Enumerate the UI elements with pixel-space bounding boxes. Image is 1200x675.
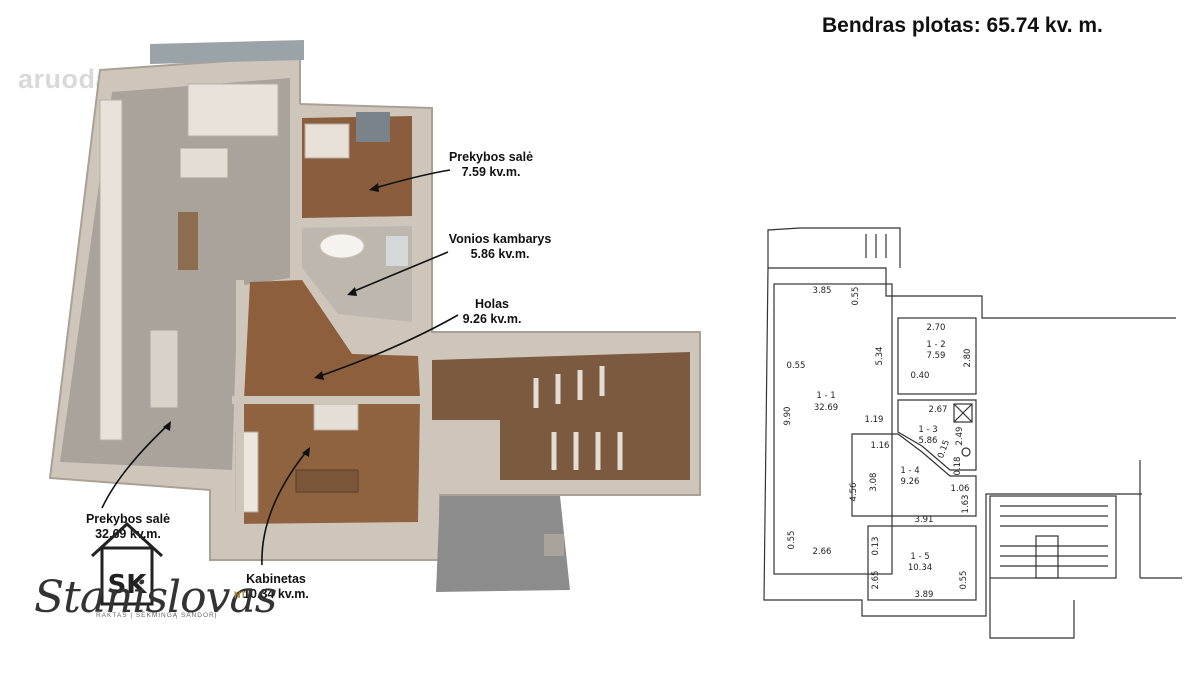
plan-dimension-14: 0.40 xyxy=(911,371,930,381)
label-office-name: Kabinetas xyxy=(246,572,306,586)
plan-dimensions: 3.85 0.55 2.70 2.80 0.40 5.34 0.55 9.90 … xyxy=(783,286,973,600)
plan-room-4-area: 9.26 xyxy=(901,477,920,487)
plan-dimension-16: 0.55 xyxy=(787,361,806,371)
label-sale-small: Prekybos salė 7.59 kv.m. xyxy=(446,150,536,180)
label-bathroom-area: 5.86 kv.m. xyxy=(470,247,530,261)
logo-nt: NT xyxy=(234,590,246,600)
plan-dimension-13: 2.80 xyxy=(963,349,973,368)
plan-dimension-23: 3.08 xyxy=(869,473,879,492)
render-shelf-small xyxy=(304,123,350,159)
render-arrowheads xyxy=(163,183,379,457)
render-office-shelf xyxy=(313,403,359,431)
plan-dimension-30: 2.66 xyxy=(813,547,832,557)
plan-dimension-27: 1.63 xyxy=(961,495,971,514)
plan-room-3-area: 5.86 xyxy=(919,436,938,446)
plan-dimension-17: 9.90 xyxy=(783,407,793,426)
plan-room-2-area: 7.59 xyxy=(927,351,946,361)
render-counter xyxy=(179,147,229,179)
floorplan-render xyxy=(48,40,701,592)
render-terrace xyxy=(436,496,570,592)
render-bathtub xyxy=(319,233,365,259)
label-sale-small-name: Prekybos salė xyxy=(448,150,534,164)
render-display-stand xyxy=(149,329,179,409)
render-floor-stairs xyxy=(432,352,690,480)
plan-room-1-id: 1 - 1 xyxy=(816,391,835,401)
label-hall: Holas 9.26 kv.m. xyxy=(452,297,532,327)
render-display-table xyxy=(178,212,198,270)
plan-dimension-29: 0.55 xyxy=(787,531,797,550)
render-window-top xyxy=(150,40,304,64)
label-bathroom-name: Vonios kambarys xyxy=(448,232,552,246)
label-office-area: 10.34 kv.m. xyxy=(243,587,309,601)
plan-dimension-33: 0.55 xyxy=(959,571,969,590)
render-arrows xyxy=(101,169,459,566)
total-area-title: Bendras plotas: 65.74 kv. m. xyxy=(822,14,1103,37)
arrow-bathroom xyxy=(351,251,449,293)
plan-dimension-15: 5.34 xyxy=(875,347,885,366)
render-window-small xyxy=(356,112,390,142)
plan-dimension-12: 2.70 xyxy=(927,323,946,333)
render-shelf-top xyxy=(187,83,279,137)
plan-dimension-32: 2.65 xyxy=(871,571,881,590)
plan-dimension-31: 0.13 xyxy=(871,537,881,556)
arrow-sale-small xyxy=(374,169,451,189)
plan-walls xyxy=(763,227,1182,639)
plan-room-3-id: 1 - 3 xyxy=(918,425,937,435)
render-desk xyxy=(295,469,359,493)
render-stairs-steps xyxy=(533,366,623,470)
render-planter xyxy=(544,534,564,556)
plan-room-4-id: 1 - 4 xyxy=(900,466,919,476)
label-sale-large-name: Prekybos salė xyxy=(85,512,171,526)
plan-dimension-22: 1.16 xyxy=(871,441,890,451)
plan-dimension-19: 2.67 xyxy=(929,405,948,415)
plan-dimension-26: 4.56 xyxy=(849,483,859,502)
label-office: Kabinetas 10.34 kv.m. xyxy=(236,572,316,602)
render-interior-walls xyxy=(232,104,428,530)
svg-text:SK: SK xyxy=(108,570,148,600)
plan-room-labels: 1 - 1 32.69 1 - 2 7.59 1 - 3 5.86 1 - 4 … xyxy=(814,340,946,573)
plan-dimension-18: 1.19 xyxy=(865,415,884,425)
label-hall-area: 9.26 kv.m. xyxy=(462,312,522,326)
logo-house-mark: SK xyxy=(90,521,164,606)
plan-dimension-11: 0.55 xyxy=(851,287,861,306)
logo-tagline: RAKTAS | SĖKMINGĄ SANDORĮ xyxy=(96,612,218,619)
plan-dimension-21: 0.15 xyxy=(936,439,952,460)
render-shower xyxy=(386,236,408,266)
logo-script-name: Stanislovas xyxy=(34,572,277,623)
render-floor-office xyxy=(236,402,420,524)
label-hall-name: Holas xyxy=(474,297,510,311)
label-bathroom: Vonios kambarys 5.86 kv.m. xyxy=(438,232,562,262)
render-floor-hall xyxy=(244,280,420,400)
plan-room-2-id: 1 - 2 xyxy=(926,340,945,350)
plan-room-5-id: 1 - 5 xyxy=(910,552,929,562)
plan-dimension-20: 2.49 xyxy=(955,427,965,446)
plan-room-1-area: 32.69 xyxy=(814,403,838,413)
plan-dimension-34: 3.89 xyxy=(915,590,934,600)
plan-dimension-25: 0.18 xyxy=(953,457,963,476)
plan-room-5-area: 10.34 xyxy=(908,563,932,573)
label-sale-small-area: 7.59 kv.m. xyxy=(461,165,521,179)
plan-dimension-24: 1.06 xyxy=(951,484,970,494)
plan-dimension-10: 3.85 xyxy=(813,286,832,296)
arrow-office xyxy=(261,451,307,566)
plan-dimension-28: 3.91 xyxy=(915,515,934,525)
arrow-hall xyxy=(319,314,459,377)
arrow-sale-large xyxy=(101,424,169,509)
render-shelf-left xyxy=(99,99,123,441)
